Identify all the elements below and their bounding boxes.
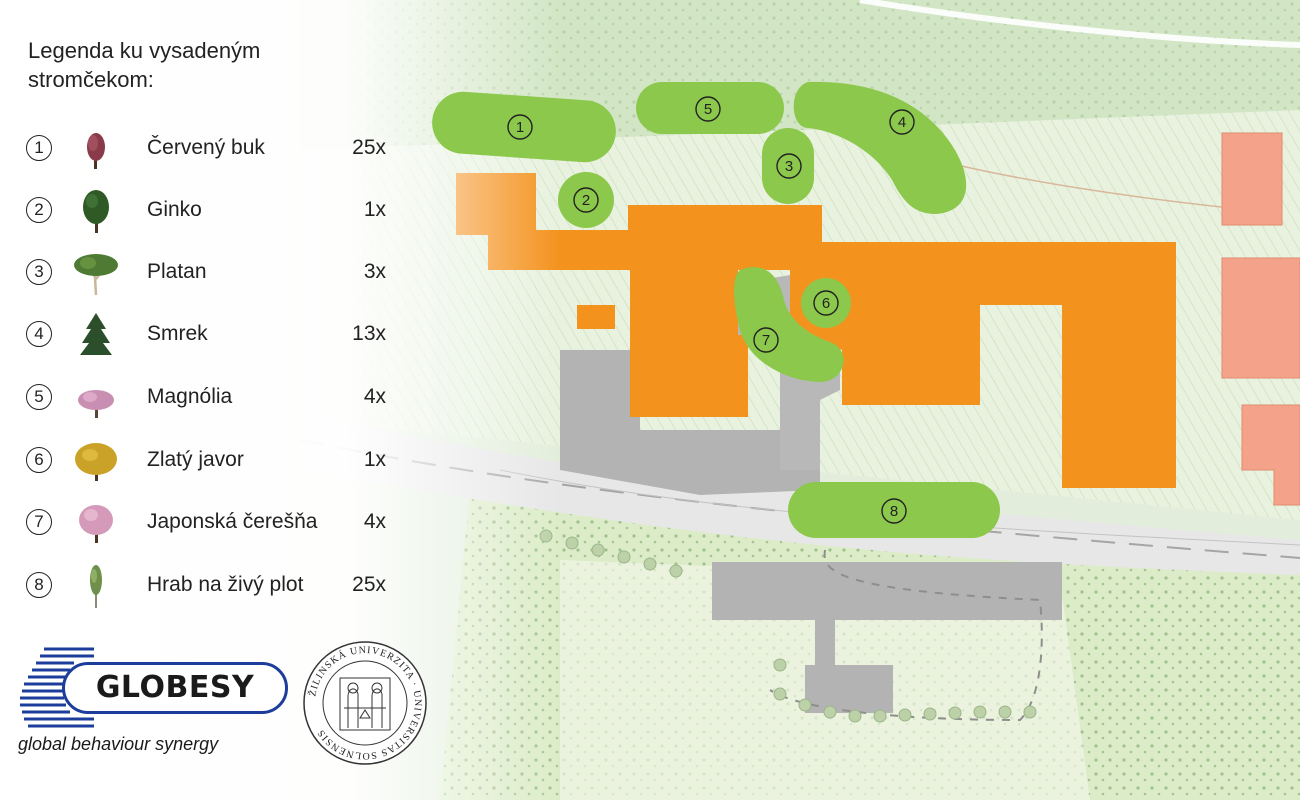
- zone-label-1: 1: [507, 114, 533, 140]
- legend-name-3: Platan: [147, 260, 207, 283]
- globesy-logo: GLOBESY global behaviour synergy: [14, 646, 288, 756]
- planting-zone-6: [801, 278, 851, 328]
- legend-number-6: 6: [26, 447, 52, 473]
- legend-row-3: 3 Platan 3x: [0, 251, 420, 295]
- zone-label-5: 5: [695, 96, 721, 122]
- legend-count-7: 4x: [363, 510, 386, 533]
- legend-count-8: 25x: [352, 573, 386, 596]
- legend-row-5: 5 Magnólia 4x: [0, 376, 420, 420]
- planting-zones: [432, 81, 1000, 538]
- magnolia-tree-icon: [78, 390, 114, 418]
- legend-name-2: Ginko: [147, 198, 202, 221]
- legend-number-5: 5: [26, 384, 52, 410]
- legend-name-6: Zlatý javor: [147, 448, 244, 471]
- zone-label-1-text: 1: [516, 119, 524, 136]
- legend-number-3: 3: [26, 259, 52, 285]
- legend-row-1: 1 Červený buk 25x: [0, 127, 420, 171]
- zone-label-2-text: 2: [582, 192, 590, 209]
- footpath-north: [859, 0, 1300, 48]
- ginkgo-tree-icon: [83, 190, 109, 233]
- legend-name-4: Smrek: [147, 322, 208, 345]
- zone-labels: 1 5 4 3 2 6 7 8: [507, 96, 915, 524]
- zone-label-8: 8: [881, 498, 907, 524]
- planting-zone-1: [432, 91, 616, 163]
- legend-name-5: Magnólia: [147, 385, 233, 408]
- planting-zone-3: [762, 128, 814, 204]
- legend-row-6: 6 Zlatý javor 1x: [0, 439, 420, 483]
- legend-count-1: 25x: [352, 136, 386, 159]
- legend-number-8: 8: [26, 572, 52, 598]
- legend-number-4: 4: [26, 321, 52, 347]
- legend-row-8: 8 Hrab na živý plot 25x: [0, 564, 420, 608]
- zone-label-4: 4: [889, 109, 915, 135]
- main-building: [456, 173, 1176, 488]
- planting-zone-5: [636, 82, 784, 134]
- south-parking: [712, 562, 1062, 620]
- planting-zone-4: [793, 81, 967, 214]
- legend-row-4: 4 Smrek 13x: [0, 313, 420, 357]
- hedge-path: [769, 549, 1043, 722]
- zone-label-7: 7: [753, 327, 779, 353]
- legend-row-2: 2 Ginko 1x: [0, 189, 420, 233]
- planting-zone-7: [734, 267, 844, 382]
- globesy-stripes-icon: [20, 647, 94, 728]
- legend-panel: Legenda ku vysadeným stromčekom: 1 Červe…: [0, 0, 420, 800]
- zone-label-7-text: 7: [762, 332, 770, 349]
- zone-label-4-text: 4: [898, 114, 906, 131]
- japanese-cherry-tree-icon: [79, 505, 113, 543]
- legend-number-2: 2: [26, 197, 52, 223]
- legend-number-7: 7: [26, 509, 52, 535]
- neighbor-buildings: [1221, 132, 1300, 506]
- legend-count-2: 1x: [363, 198, 386, 221]
- globesy-tagline: global behaviour synergy: [18, 734, 219, 754]
- zone-label-8-text: 8: [890, 503, 898, 520]
- planting-zone-2: [558, 172, 614, 228]
- building-annex: [577, 305, 615, 329]
- shrub-row: [539, 529, 1037, 723]
- zone-label-6-text: 6: [822, 295, 830, 312]
- plane-tree-icon: [74, 254, 118, 295]
- spruce-tree-icon: [80, 313, 112, 355]
- legend-title: Legenda ku vysadeným stromčekom:: [28, 38, 261, 92]
- zone-label-3-text: 3: [785, 158, 793, 175]
- legend-name-8: Hrab na živý plot: [147, 573, 304, 596]
- zone-label-5-text: 5: [704, 101, 712, 118]
- legend-count-6: 1x: [363, 448, 386, 471]
- legend-count-4: 13x: [352, 322, 386, 345]
- legend-name-7: Japonská čerešňa: [147, 510, 318, 533]
- zone-label-3: 3: [776, 153, 802, 179]
- legend-count-5: 4x: [363, 385, 386, 408]
- university-seal-icon: ŽILINSKÁ UNIVERZITA · UNIVERSITAS SOLNEN…: [303, 641, 427, 765]
- main-road: [300, 410, 1300, 575]
- south-parking-block: [805, 665, 893, 713]
- south-parking-stem: [815, 620, 835, 670]
- legend-name-1: Červený buk: [147, 136, 265, 159]
- legend-count-3: 3x: [363, 260, 386, 283]
- globesy-wordmark: GLOBESY: [62, 662, 288, 714]
- zone-label-2: 2: [573, 187, 599, 213]
- legend-number-1: 1: [26, 135, 52, 161]
- parking-lot: [560, 350, 820, 495]
- legend-row-7: 7 Japonská čerešňa 4x: [0, 501, 420, 545]
- hornbeam-hedge-icon: [90, 565, 102, 608]
- red-beech-tree-icon: [87, 133, 105, 169]
- planting-zone-8: [788, 482, 1000, 538]
- zone-label-6: 6: [813, 290, 839, 316]
- golden-maple-tree-icon: [75, 443, 117, 481]
